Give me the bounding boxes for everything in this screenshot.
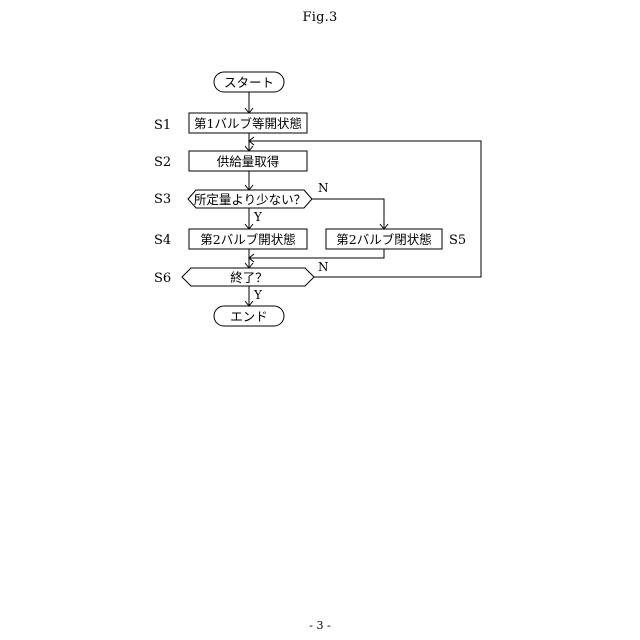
connector-s5-merge bbox=[249, 249, 384, 258]
end-text: エンド bbox=[230, 309, 268, 324]
connector-s3-no-s5 bbox=[312, 199, 384, 229]
process-s1-text: 第1バルブ等開状態 bbox=[194, 116, 302, 131]
step-label-s5: S5 bbox=[449, 233, 466, 248]
branch-label-s3-no: N bbox=[318, 181, 329, 195]
branch-label-s6-yes: Y bbox=[253, 288, 263, 302]
step-label-s2: S2 bbox=[154, 155, 171, 170]
step-label-s4: S4 bbox=[154, 233, 171, 248]
start-text: スタート bbox=[224, 75, 274, 90]
process-s5-text: 第2バルブ閉状態 bbox=[336, 232, 431, 247]
branch-label-s3-yes: Y bbox=[253, 210, 263, 224]
step-label-s1: S1 bbox=[154, 118, 171, 133]
step-label-s3: S3 bbox=[154, 192, 171, 207]
page-number: - 3 - bbox=[0, 619, 640, 632]
decision-s6-text: 終了？ bbox=[230, 270, 268, 285]
decision-s3-text: 所定量より少ない？ bbox=[194, 192, 306, 207]
branch-label-s6-no: N bbox=[318, 260, 329, 274]
process-s4-text: 第2バルブ開状態 bbox=[200, 232, 295, 247]
process-s2-text: 供給量取得 bbox=[217, 154, 280, 169]
step-label-s6: S6 bbox=[154, 271, 171, 286]
